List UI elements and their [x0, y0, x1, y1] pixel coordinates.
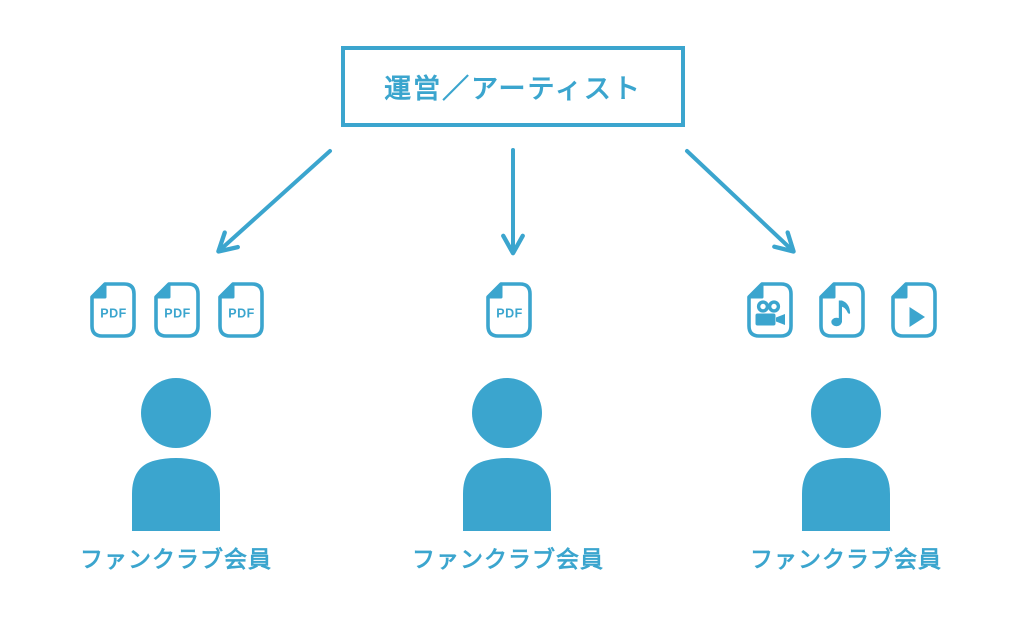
source-box-label: 運営／アーティスト	[384, 74, 642, 104]
recipient-label: ファンクラブ会員	[750, 546, 942, 572]
recipient-label: ファンクラブ会員	[80, 546, 272, 572]
pdf-badge-label: PDF	[496, 307, 523, 321]
recipient-label: ファンクラブ会員	[412, 546, 604, 572]
play-file-icon	[891, 282, 937, 338]
arrow-down-right-icon	[685, 149, 796, 254]
pdf-file-icon: PDF	[218, 282, 264, 338]
pdf-badge-label: PDF	[100, 307, 127, 321]
person-icon	[132, 378, 220, 531]
pdf-badge-label: PDF	[228, 307, 255, 321]
pdf-file-icon: PDF	[486, 282, 532, 338]
person-icon	[802, 378, 890, 531]
music-file-icon	[819, 282, 865, 338]
pdf-badge-label: PDF	[164, 307, 191, 321]
video-file-icon	[747, 282, 793, 338]
pdf-file-icon: PDF	[90, 282, 136, 338]
pdf-file-icon: PDF	[154, 282, 200, 338]
person-icon	[463, 378, 551, 531]
source-box: 運営／アーティスト	[341, 46, 685, 127]
arrow-down-left-icon	[216, 149, 332, 254]
